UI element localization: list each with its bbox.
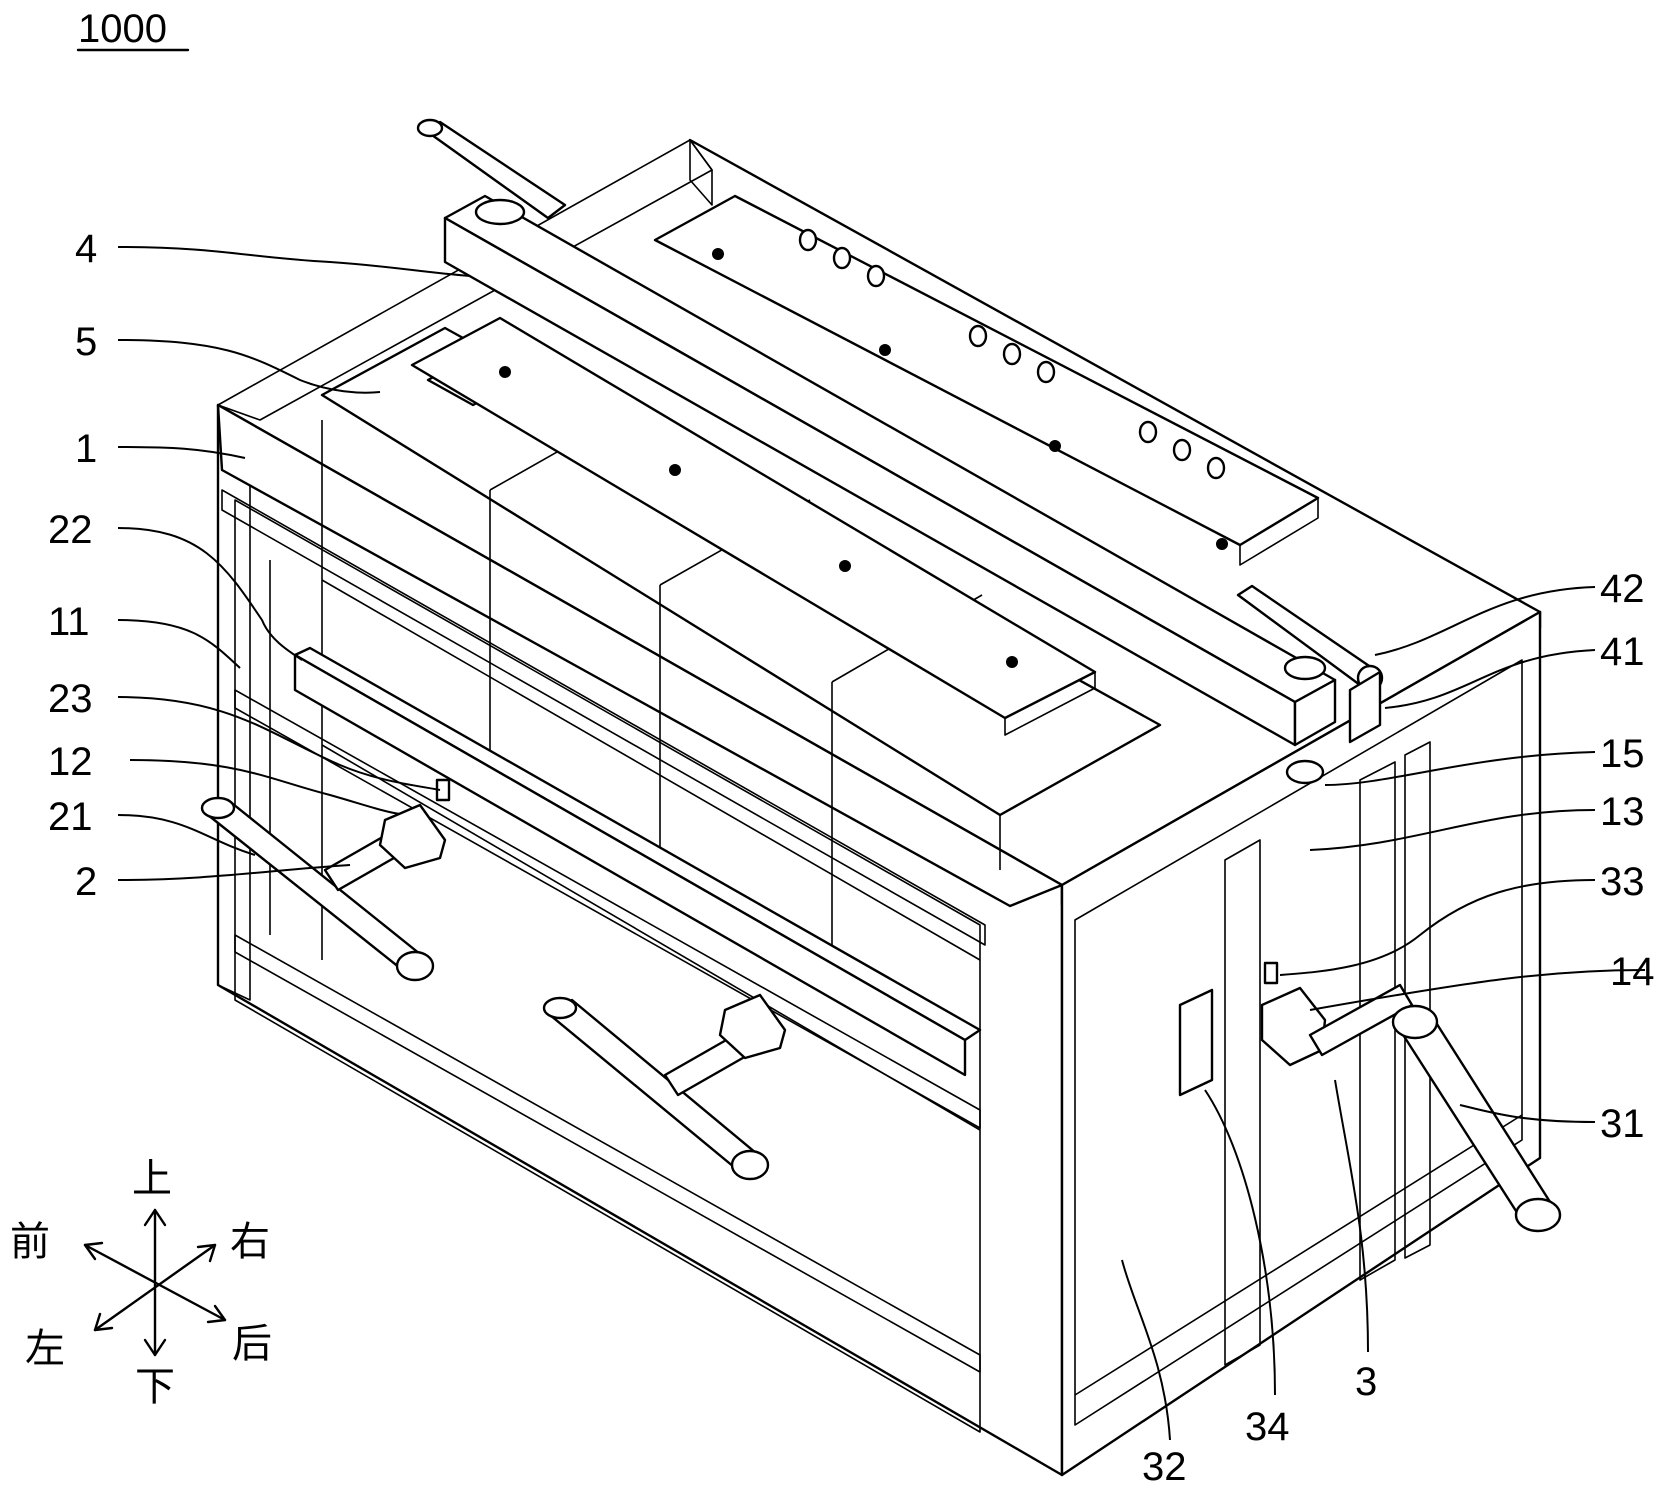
label-part-32: 32 [1142,1445,1187,1487]
top-plate [410,316,1097,736]
label-part-22: 22 [48,508,93,552]
label-part-1: 1 [75,427,97,471]
compass-right: 右 [230,1219,270,1265]
label-part-15: 15 [1600,732,1645,776]
label-part-41: 41 [1600,630,1645,674]
compass-left: 左 [25,1326,65,1372]
label-part-4: 4 [75,227,97,271]
label-part-21: 21 [48,795,93,839]
label-part-5: 5 [75,320,97,364]
label-part-12: 12 [48,740,93,784]
front-handle-right [542,993,787,1181]
figure-number: 1000 [78,7,167,51]
compass-back: 后 [232,1321,272,1367]
label-part-3: 3 [1355,1360,1377,1404]
label-part-23: 23 [48,677,93,721]
front-handle-left [200,796,447,982]
label-part-14: 14 [1610,950,1655,994]
part-labels: 4 5 1 22 11 23 12 21 2 42 41 15 13 33 14… [48,227,1655,1487]
front-rail [293,646,982,1077]
direction-compass: 上 下 前 右 左 后 [10,1156,272,1410]
leader-lines [117,246,1646,1441]
label-part-13: 13 [1600,790,1645,834]
compass-up: 上 [132,1156,172,1202]
label-part-11: 11 [48,600,90,644]
label-part-34: 34 [1245,1405,1290,1449]
label-part-2: 2 [75,860,97,904]
label-part-42: 42 [1600,567,1645,611]
label-part-31: 31 [1600,1102,1645,1146]
compass-down: 下 [135,1364,175,1410]
right-side-fixture [1178,961,1562,1233]
compass-front: 前 [10,1219,50,1265]
rear-channel-plate [653,194,1320,566]
clamp-beam [416,118,1384,785]
label-part-33: 33 [1600,860,1645,904]
